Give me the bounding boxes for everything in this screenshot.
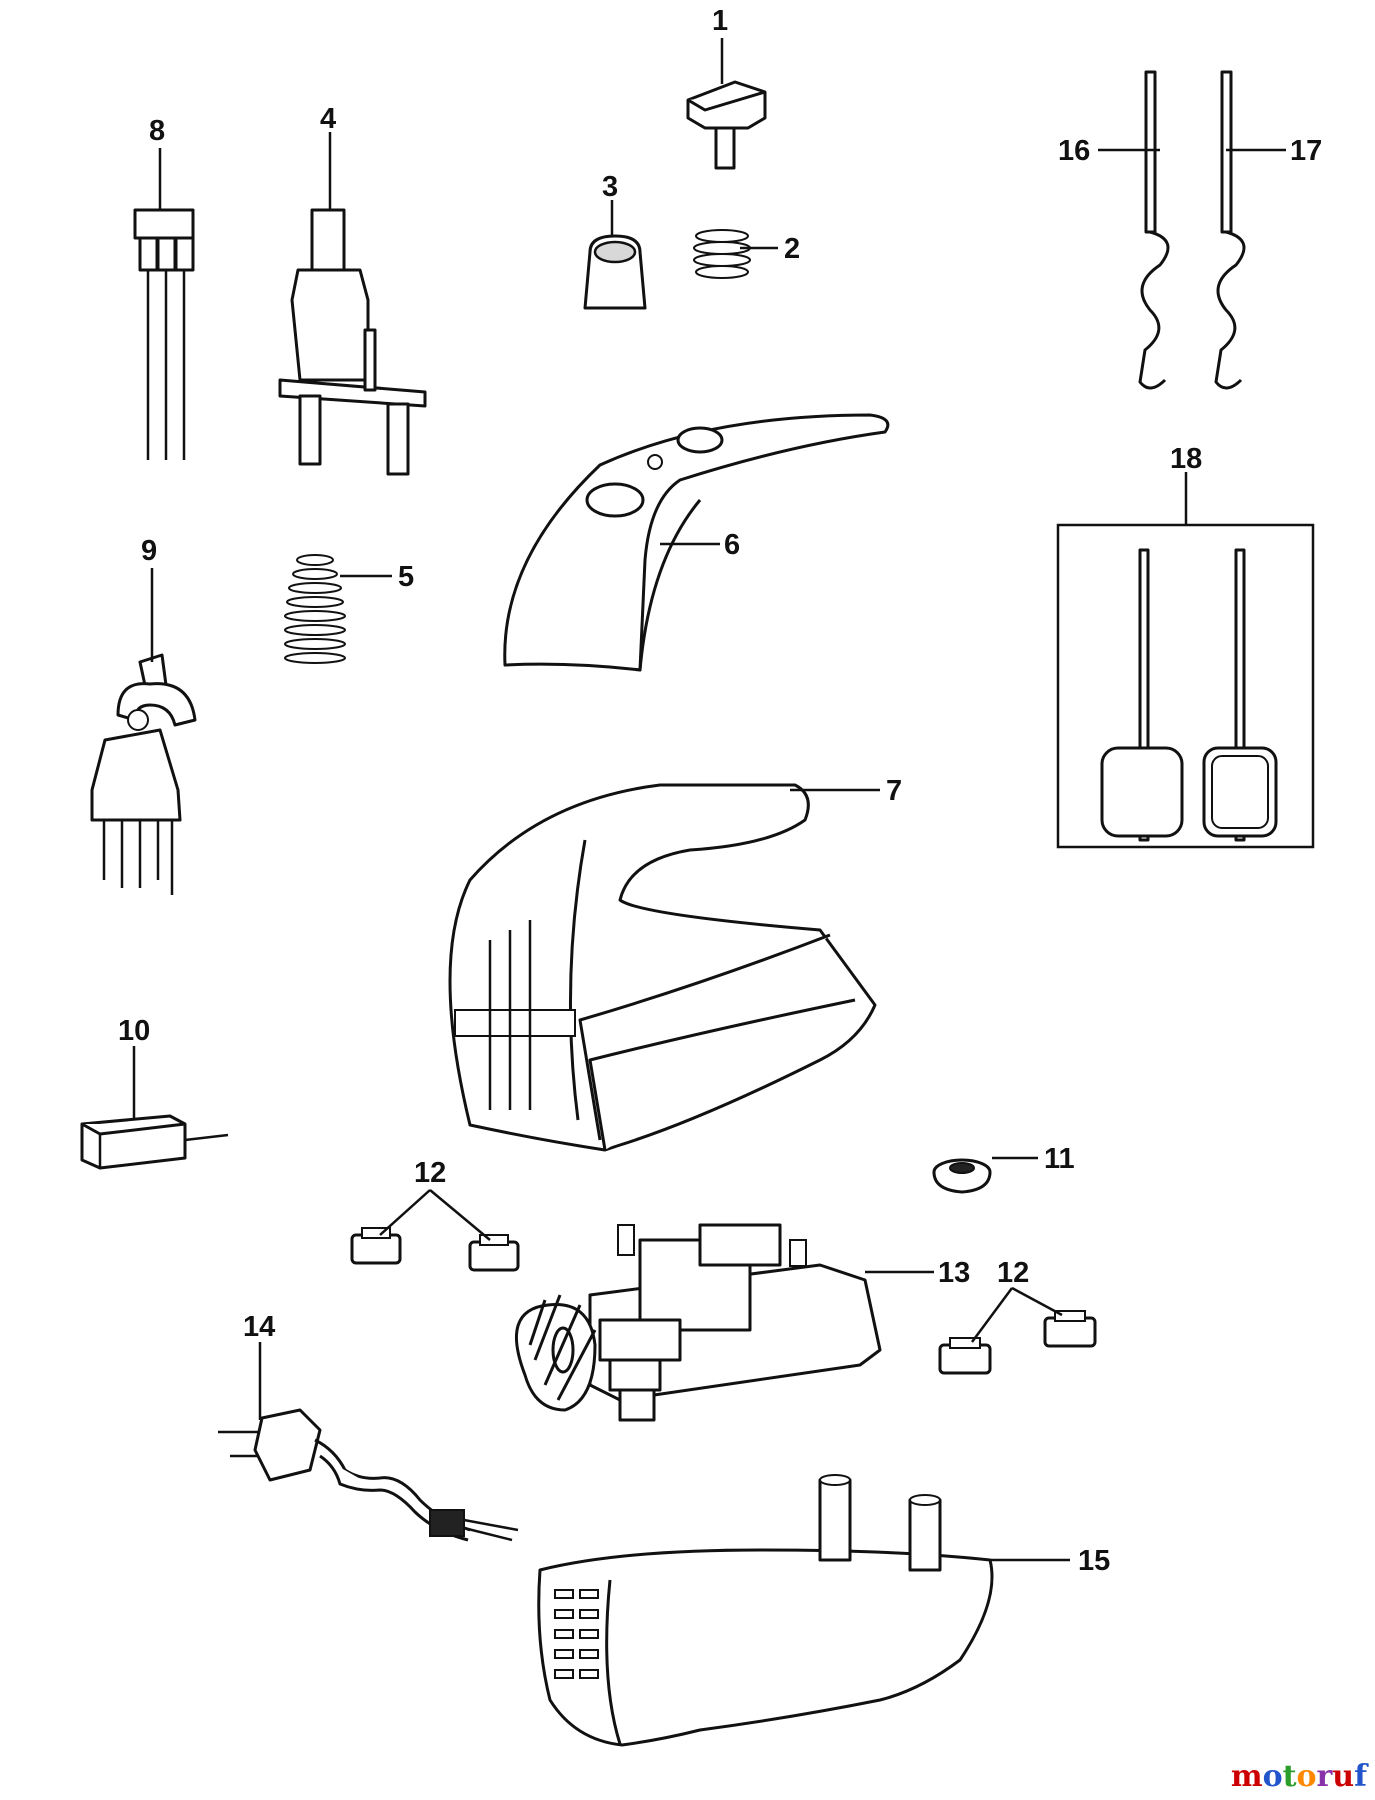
svg-text:13: 13 (938, 1257, 970, 1289)
svg-text:6: 6 (724, 529, 740, 561)
part-6-top-cover (503, 413, 890, 672)
svg-text:12: 12 (997, 1257, 1029, 1289)
part-3-button (583, 234, 647, 310)
svg-text:12: 12 (414, 1157, 446, 1189)
callout-17: 17 (1226, 135, 1322, 167)
part-14-power-cord (218, 1408, 519, 1542)
svg-text:10: 10 (118, 1015, 150, 1047)
callout-12-left: 12 (379, 1157, 491, 1241)
svg-text:8: 8 (149, 115, 165, 147)
svg-text:9: 9 (141, 535, 157, 567)
part-16-dough-hook (1138, 70, 1170, 390)
svg-text:16: 16 (1058, 135, 1090, 167)
callout-9: 9 (141, 535, 157, 662)
callout-16: 16 (1058, 135, 1160, 167)
watermark: motoruf (1230, 1759, 1367, 1794)
callout-2: 2 (740, 233, 800, 265)
part-15-bottom-housing (537, 1474, 994, 1747)
part-5-spring (284, 554, 346, 664)
callout-4: 4 (320, 103, 336, 210)
svg-text:18: 18 (1170, 443, 1202, 475)
part-12-brush-left-a (350, 1227, 402, 1265)
callout-1: 1 (712, 5, 728, 84)
svg-text:4: 4 (320, 103, 336, 135)
part-7-main-housing (448, 783, 877, 1152)
svg-text:17: 17 (1290, 135, 1322, 167)
part-12-brush-left-b (468, 1234, 520, 1272)
callout-12-right: 12 (970, 1257, 1063, 1343)
part-2-spring (693, 229, 751, 279)
callout-13: 13 (865, 1257, 970, 1289)
svg-text:7: 7 (886, 775, 902, 807)
callout-11: 11 (992, 1143, 1075, 1175)
callout-14: 14 (243, 1311, 275, 1420)
part-1-switch-cap (686, 80, 767, 170)
part-8-switch (133, 208, 195, 460)
part-4-actuator (278, 208, 427, 476)
part-13-motor (514, 1223, 882, 1422)
callout-18: 18 (1170, 443, 1202, 475)
callout-5: 5 (340, 561, 414, 593)
svg-text:1: 1 (712, 5, 728, 37)
part-17-dough-hook (1214, 70, 1246, 390)
part-18-beaters (1056, 472, 1315, 849)
part-12-brush-right-a (938, 1337, 992, 1375)
svg-text:15: 15 (1078, 1545, 1110, 1577)
svg-text:2: 2 (784, 233, 800, 265)
part-11-ring (932, 1158, 992, 1194)
svg-text:11: 11 (1044, 1143, 1075, 1175)
callout-15: 15 (990, 1545, 1110, 1577)
svg-text:5: 5 (398, 561, 414, 593)
part-12-brush-right-b (1043, 1310, 1097, 1348)
svg-text:3: 3 (602, 171, 618, 203)
callout-7: 7 (790, 775, 902, 807)
part-10-capacitor (80, 1114, 229, 1170)
callout-10: 10 (118, 1015, 150, 1118)
callout-8: 8 (149, 115, 165, 210)
callout-6: 6 (660, 529, 740, 561)
part-9-selector (90, 653, 197, 895)
svg-text:14: 14 (243, 1311, 275, 1343)
callout-3: 3 (602, 171, 618, 236)
